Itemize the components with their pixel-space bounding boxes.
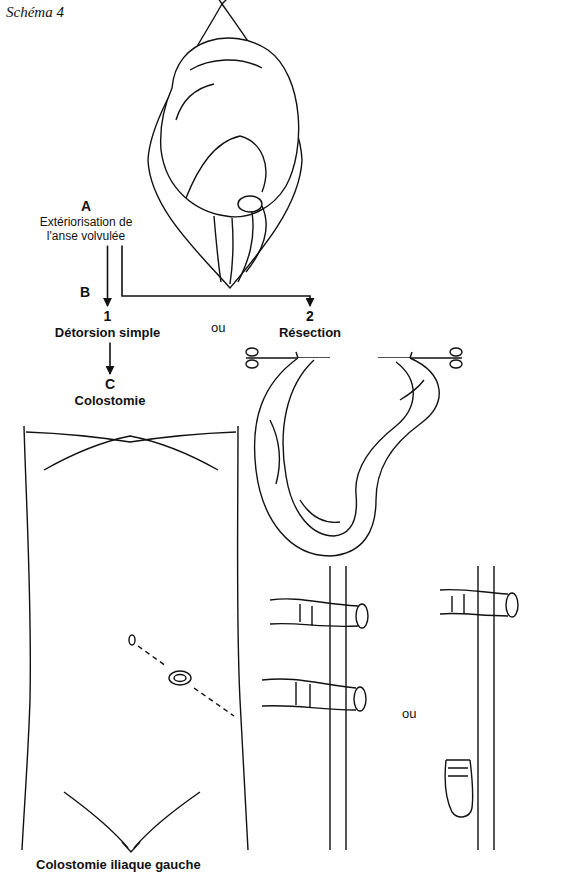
figure-caption: Colostomie iliaque gauche (36, 857, 201, 872)
step-node: 2Résection (268, 306, 352, 342)
step-node: 1Détorsion simple (40, 306, 175, 342)
navel-and-stoma (129, 635, 234, 716)
resection-clamps-part (450, 360, 462, 368)
flow-arrow (109, 342, 111, 374)
figure-title: Schéma 4 (6, 4, 64, 21)
abdomen-outline-part (64, 792, 128, 848)
resected-loop-part (283, 360, 413, 536)
stoma-option-right-part (446, 760, 470, 776)
stoma-option-left-part (262, 679, 356, 688)
step-caption: Colostomie (63, 393, 157, 409)
resection-clamps-part (246, 348, 258, 356)
flow-arrow (122, 246, 310, 306)
volvulus-loop-part (186, 136, 240, 198)
resected-loop-part (255, 358, 440, 556)
volvulus-loop-part (238, 196, 262, 212)
step-node: CColostomie (60, 374, 160, 410)
volvulus-loop-part (240, 136, 266, 192)
volvulus-loop-part (176, 84, 214, 120)
stoma-option-left (262, 566, 368, 850)
resection-clamps-part (246, 360, 258, 368)
stoma-option-right-part (445, 760, 473, 817)
step-caption: Détorsion simple (43, 325, 172, 341)
stoma-option-left-part (262, 706, 356, 710)
stoma-option-left-part (345, 566, 346, 850)
stoma-option-right-part (506, 593, 518, 617)
stoma-option-left-part (354, 687, 366, 711)
stoma-option-left-part (329, 566, 330, 850)
resected-loop-part (270, 420, 279, 484)
incision-spindle-part (218, 0, 228, 4)
volvulus-loop-part (230, 218, 233, 284)
volvulus-loop-part (161, 38, 299, 217)
incision-spindle (148, 0, 302, 288)
step-label: B (80, 284, 90, 300)
abdomen-outline-part (122, 842, 140, 852)
volvulus-loop (161, 38, 299, 284)
volvulus-loop-part (246, 206, 266, 272)
volvulus-loop-part (214, 216, 221, 282)
stoma-option-right (440, 566, 518, 850)
stoma-option-left-part (296, 604, 312, 708)
step-letter: C (63, 376, 157, 393)
step-caption: Résection (271, 325, 349, 341)
stoma-option-right-part (452, 594, 464, 614)
incision-spindle-part (148, 4, 302, 288)
resection-clamps-part (450, 348, 462, 356)
stoma-option-right-part (477, 566, 478, 850)
stoma-option-left-part (270, 599, 358, 606)
stoma-option-right-part (493, 566, 494, 850)
navel-and-stoma-part (138, 646, 234, 716)
step-label: ou (402, 706, 416, 721)
navel-and-stoma-part (174, 675, 186, 682)
volvulus-loop-part (190, 60, 262, 70)
stoma-option-right-part (440, 589, 508, 594)
abdomen-outline-part (44, 436, 218, 470)
abdomen-outline-part (26, 432, 236, 442)
resected-loop-part (300, 500, 340, 522)
navel-and-stoma-part (169, 671, 191, 685)
stoma-option-left-part (270, 624, 358, 627)
stoma-option-right-part (440, 613, 508, 616)
resected-loop (255, 358, 440, 556)
resected-loop-part (400, 380, 424, 400)
flow-arrow (107, 246, 109, 306)
step-letter: 1 (43, 308, 172, 325)
step-letter: 2 (271, 308, 349, 325)
step-node: AExtériorisation de l'anse volvulée (26, 196, 146, 246)
abdomen-outline-part (238, 426, 249, 850)
abdomen-outline-part (22, 426, 30, 850)
abdomen-outline-part (134, 792, 200, 848)
step-caption: Extériorisation de l'anse volvulée (29, 215, 143, 244)
navel-and-stoma-part (129, 635, 135, 645)
abdomen-outline (22, 426, 248, 852)
step-letter: A (29, 198, 143, 215)
step-label: ou (211, 320, 225, 335)
stoma-option-left-part (356, 604, 368, 628)
